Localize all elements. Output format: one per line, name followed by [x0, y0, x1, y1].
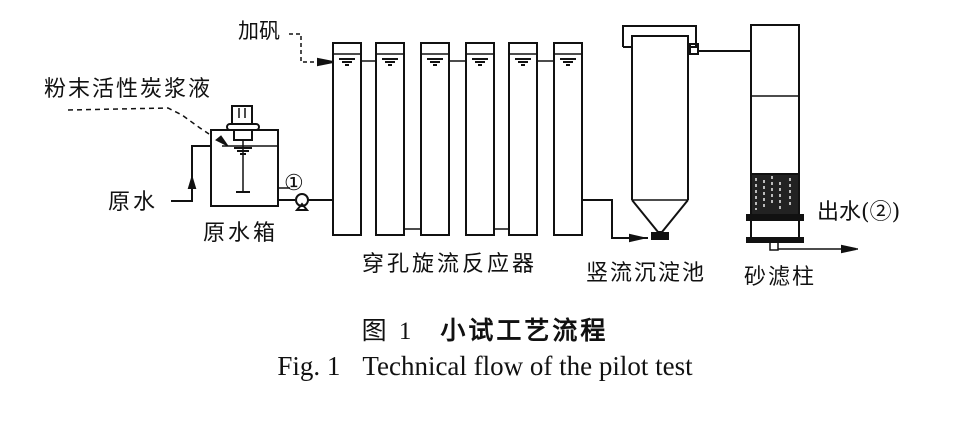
process-flow-diagram: 加矾 粉末活性炭浆液 原水 原水箱 ① 穿孔旋流反应器 竖流沉淀池 砂滤柱 出水… [44, 19, 900, 290]
water-level-icon [515, 58, 531, 66]
caption-en-title: Technical flow of the pilot test [362, 351, 693, 381]
feed-pump [278, 193, 333, 211]
raw-water-label: 原水 [108, 190, 158, 215]
reactors-label: 穿孔旋流反应器 [362, 252, 537, 277]
reactor-column [465, 42, 495, 236]
water-level-icon [427, 58, 443, 66]
sedimentation-tank [622, 25, 750, 240]
sand-filter-column [746, 24, 858, 254]
reactor-column [508, 42, 538, 236]
figure-caption-english: Fig. 1 Technical flow of the pilot test [0, 351, 970, 382]
effluent-label: 出水(②) [817, 200, 900, 225]
reactor-column [375, 42, 405, 236]
pac-slurry-label: 粉末活性炭浆液 [44, 77, 212, 102]
reactor-column [420, 42, 450, 236]
raw-water-tank-label: 原水箱 [203, 221, 278, 246]
water-level-icon [339, 58, 355, 66]
raw-water-inlet-pipe [171, 145, 211, 202]
alum-dosing-line [289, 33, 334, 67]
reactor-to-sedimentation-pipe [583, 199, 648, 243]
raw-water-tank [210, 105, 290, 207]
reactor-group [332, 42, 583, 236]
pac-slurry-line [67, 107, 210, 135]
sample-point-1-label: ① [284, 171, 304, 196]
reactor-column [553, 42, 583, 236]
sand-filter-label: 砂滤柱 [744, 265, 816, 290]
water-level-icon [472, 58, 488, 66]
reactor-column [332, 42, 362, 236]
caption-cn-title: 小试工艺流程 [440, 316, 609, 345]
caption-cn-number: 图 1 [361, 318, 415, 345]
alum-dosing-label: 加矾 [238, 19, 280, 43]
caption-en-number: Fig. 1 [277, 351, 341, 381]
water-level-icon [382, 58, 398, 66]
sedimentation-tank-label: 竖流沉淀池 [586, 261, 706, 286]
water-level-icon [560, 58, 576, 66]
figure-caption-chinese: 图 1 小试工艺流程 [0, 311, 970, 347]
